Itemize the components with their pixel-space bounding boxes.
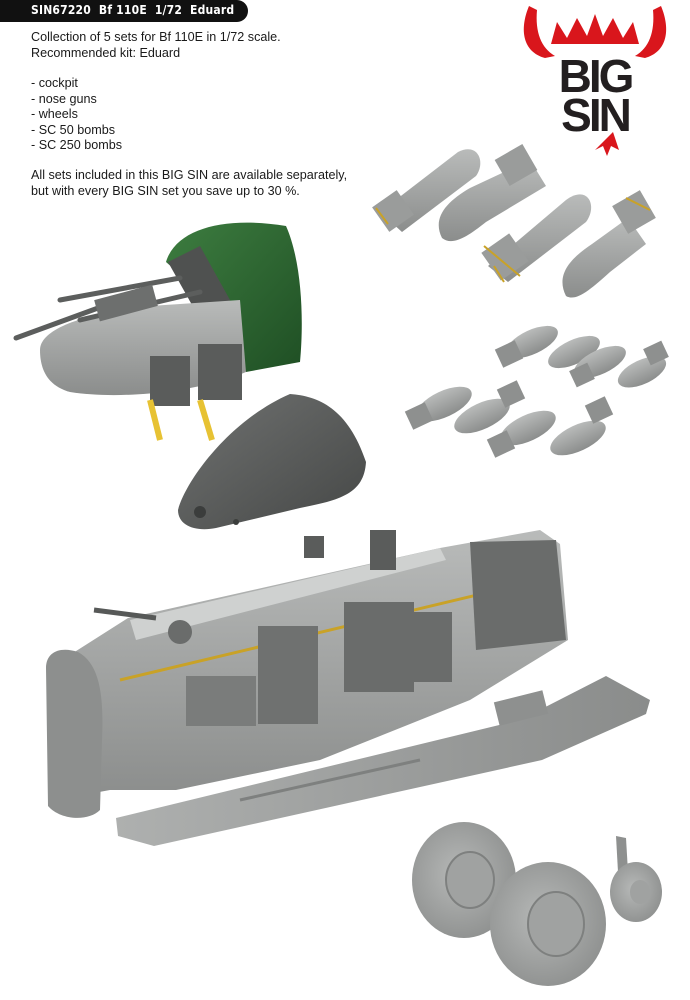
- note-line-2: but with every BIG SIN set you save up t…: [31, 183, 300, 198]
- logo-text-big: BIG: [559, 50, 632, 102]
- description-line-2: Recommended kit: Eduard: [31, 45, 181, 60]
- product-title: SIN67220 Bf 110E 1/72 Eduard: [31, 3, 234, 17]
- sc50-bomb: [404, 386, 472, 430]
- big-sin-logo: BIG SIN: [523, 6, 667, 156]
- tail-wheel: [610, 836, 662, 922]
- contents-list: - cockpit - nose guns - wheels - SC 50 b…: [31, 76, 122, 154]
- list-item: - SC 50 bombs: [31, 122, 115, 137]
- title-bar: SIN67220 Bf 110E 1/72 Eduard: [0, 0, 248, 22]
- sc250-bomb: [481, 194, 592, 283]
- note-line-1: All sets included in this BIG SIN are av…: [31, 168, 348, 182]
- gun-bay-tray: [40, 300, 246, 396]
- list-item: - wheels: [31, 107, 78, 121]
- tail-icon: [595, 132, 619, 156]
- logo-text-sin: SIN: [561, 89, 629, 141]
- list-item: - nose guns: [31, 91, 97, 106]
- sc50-bomb: [617, 340, 669, 388]
- crown-icon: [551, 14, 639, 44]
- sc50-bomb: [550, 396, 614, 456]
- nose-cone: [178, 394, 366, 530]
- scale-label: 1/72: [154, 3, 183, 17]
- cockpit-rear-bulkhead: [46, 649, 103, 818]
- main-wheel: [412, 822, 516, 938]
- sc50-bomb: [548, 335, 600, 369]
- sc50-bomb: [494, 325, 558, 368]
- sc50-bomb: [569, 345, 626, 388]
- product-code: SIN67220: [31, 3, 91, 17]
- main-wheel: [490, 862, 606, 986]
- aircraft-name: Bf 110E: [98, 3, 147, 17]
- savings-note: All sets included in this BIG SIN are av…: [31, 168, 347, 199]
- description: Collection of 5 sets for Bf 110E in 1/72…: [31, 30, 281, 61]
- sc250-bomb: [562, 190, 656, 298]
- right-horn-icon: [635, 6, 667, 58]
- cockpit-floor: [116, 676, 650, 846]
- left-horn-icon: [523, 6, 555, 58]
- sc50-bomb: [486, 410, 556, 458]
- sc50-bomb: [454, 380, 526, 434]
- sc250-bomb: [438, 144, 546, 242]
- brand-name: Eduard: [190, 3, 235, 17]
- sc250-bomb-group: [372, 144, 656, 298]
- list-item: - SC 250 bombs: [31, 138, 122, 152]
- sc50-bomb-group: [404, 325, 669, 458]
- list-item: - cockpit: [31, 76, 78, 90]
- description-line-1: Collection of 5 sets for Bf 110E in 1/72…: [31, 30, 281, 44]
- nose-gun-assembly: [13, 222, 302, 441]
- cockpit-assembly: [46, 530, 568, 818]
